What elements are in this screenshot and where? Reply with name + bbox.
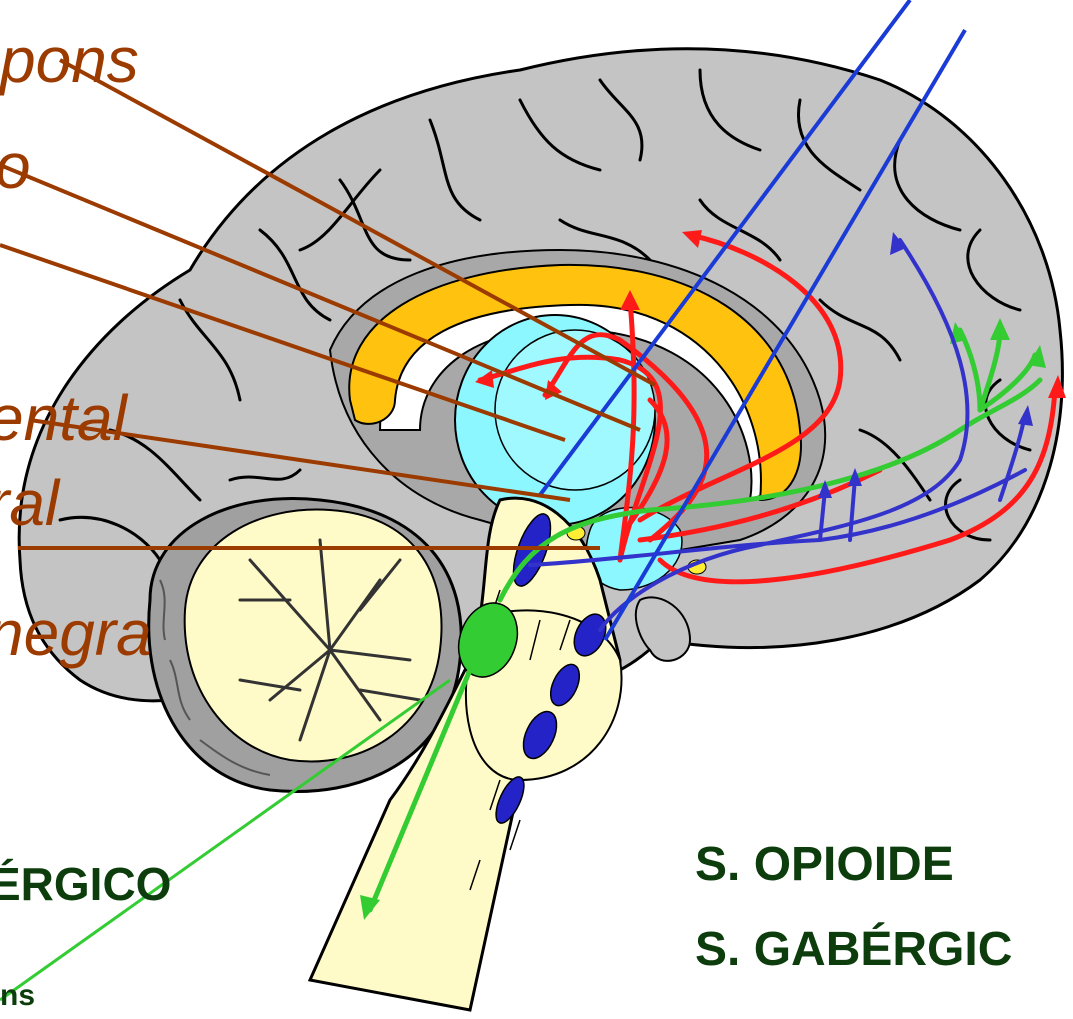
label-gabaergic-system: S. GABÉRGIC [695,922,1012,976]
label-substantia-nigra: negra [0,597,152,669]
label-tegmental: ental [0,382,129,454]
label-2: o [0,130,31,202]
label-pons: pons [0,24,139,96]
label-left-system: ÉRGICO [0,858,171,910]
label-ventral: ral [0,467,61,539]
label-opioid-system: S. OPIOIDE [695,838,954,891]
label-left-system-sub: ns [0,979,35,1012]
